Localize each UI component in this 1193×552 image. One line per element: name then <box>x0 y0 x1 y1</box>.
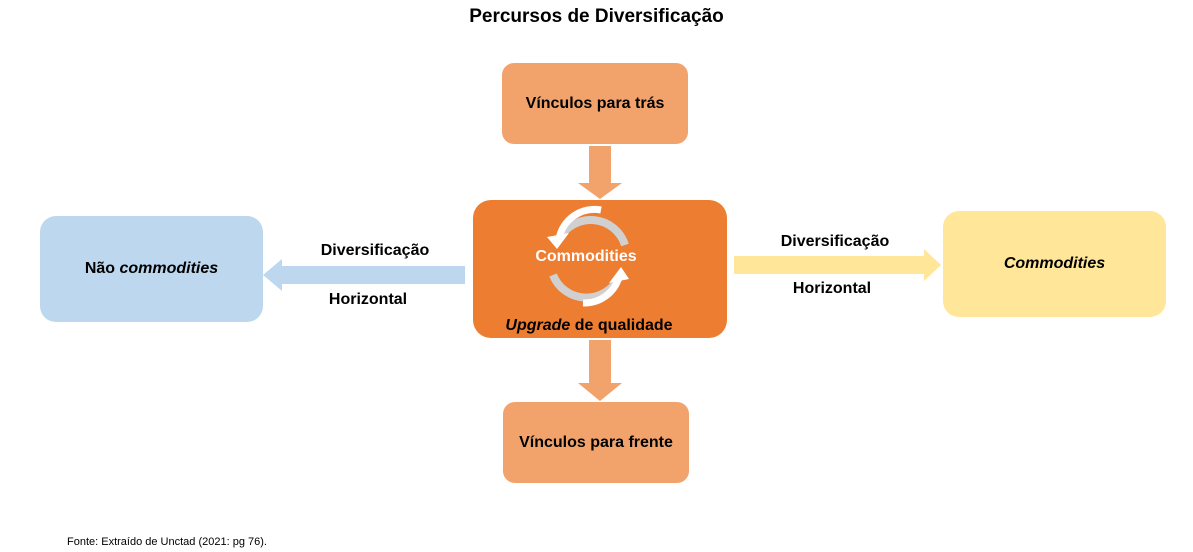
right-arrow <box>734 249 941 281</box>
caption-rest: de qualidade <box>570 317 673 334</box>
non-commodities-label: Não commodities <box>85 260 218 278</box>
right-arrow-label-top: Diversificação <box>780 233 890 250</box>
non-commodities-box: Não commodities <box>40 216 263 322</box>
non-prefix: Não <box>84 260 120 277</box>
commodities-box: Commodities <box>943 211 1166 317</box>
left-arrow-label-top: Diversificação <box>320 242 430 259</box>
commodities-center-box: Commodities Upgrade de qualidade <box>473 200 727 338</box>
diagram-title: Percursos de Diversificação <box>469 6 724 27</box>
upgrade-italic: Upgrade <box>505 317 571 334</box>
down-arrow-top <box>578 146 622 199</box>
forward-linkages-label: Vínculos para frente <box>519 433 673 451</box>
down-arrow-bottom <box>578 340 622 401</box>
quality-upgrade-caption: Upgrade de qualidade <box>473 317 705 335</box>
right-arrow-label-bottom: Horizontal <box>792 280 872 297</box>
commodities-italic: commodities <box>119 260 219 277</box>
backward-linkages-label: Vínculos para trás <box>525 94 665 112</box>
left-arrow-label-bottom: Horizontal <box>328 291 408 308</box>
forward-linkages-box: Vínculos para frente <box>503 402 689 483</box>
cycle-arrows-icon <box>547 205 629 307</box>
commodities-label: Commodities <box>1003 255 1106 272</box>
backward-linkages-box: Vínculos para trás <box>502 63 688 144</box>
source-note: Fonte: Extraído de Unctad (2021: pg 76). <box>67 536 267 548</box>
commodities-center-label: Commodities <box>535 248 637 265</box>
left-arrow <box>263 259 465 291</box>
